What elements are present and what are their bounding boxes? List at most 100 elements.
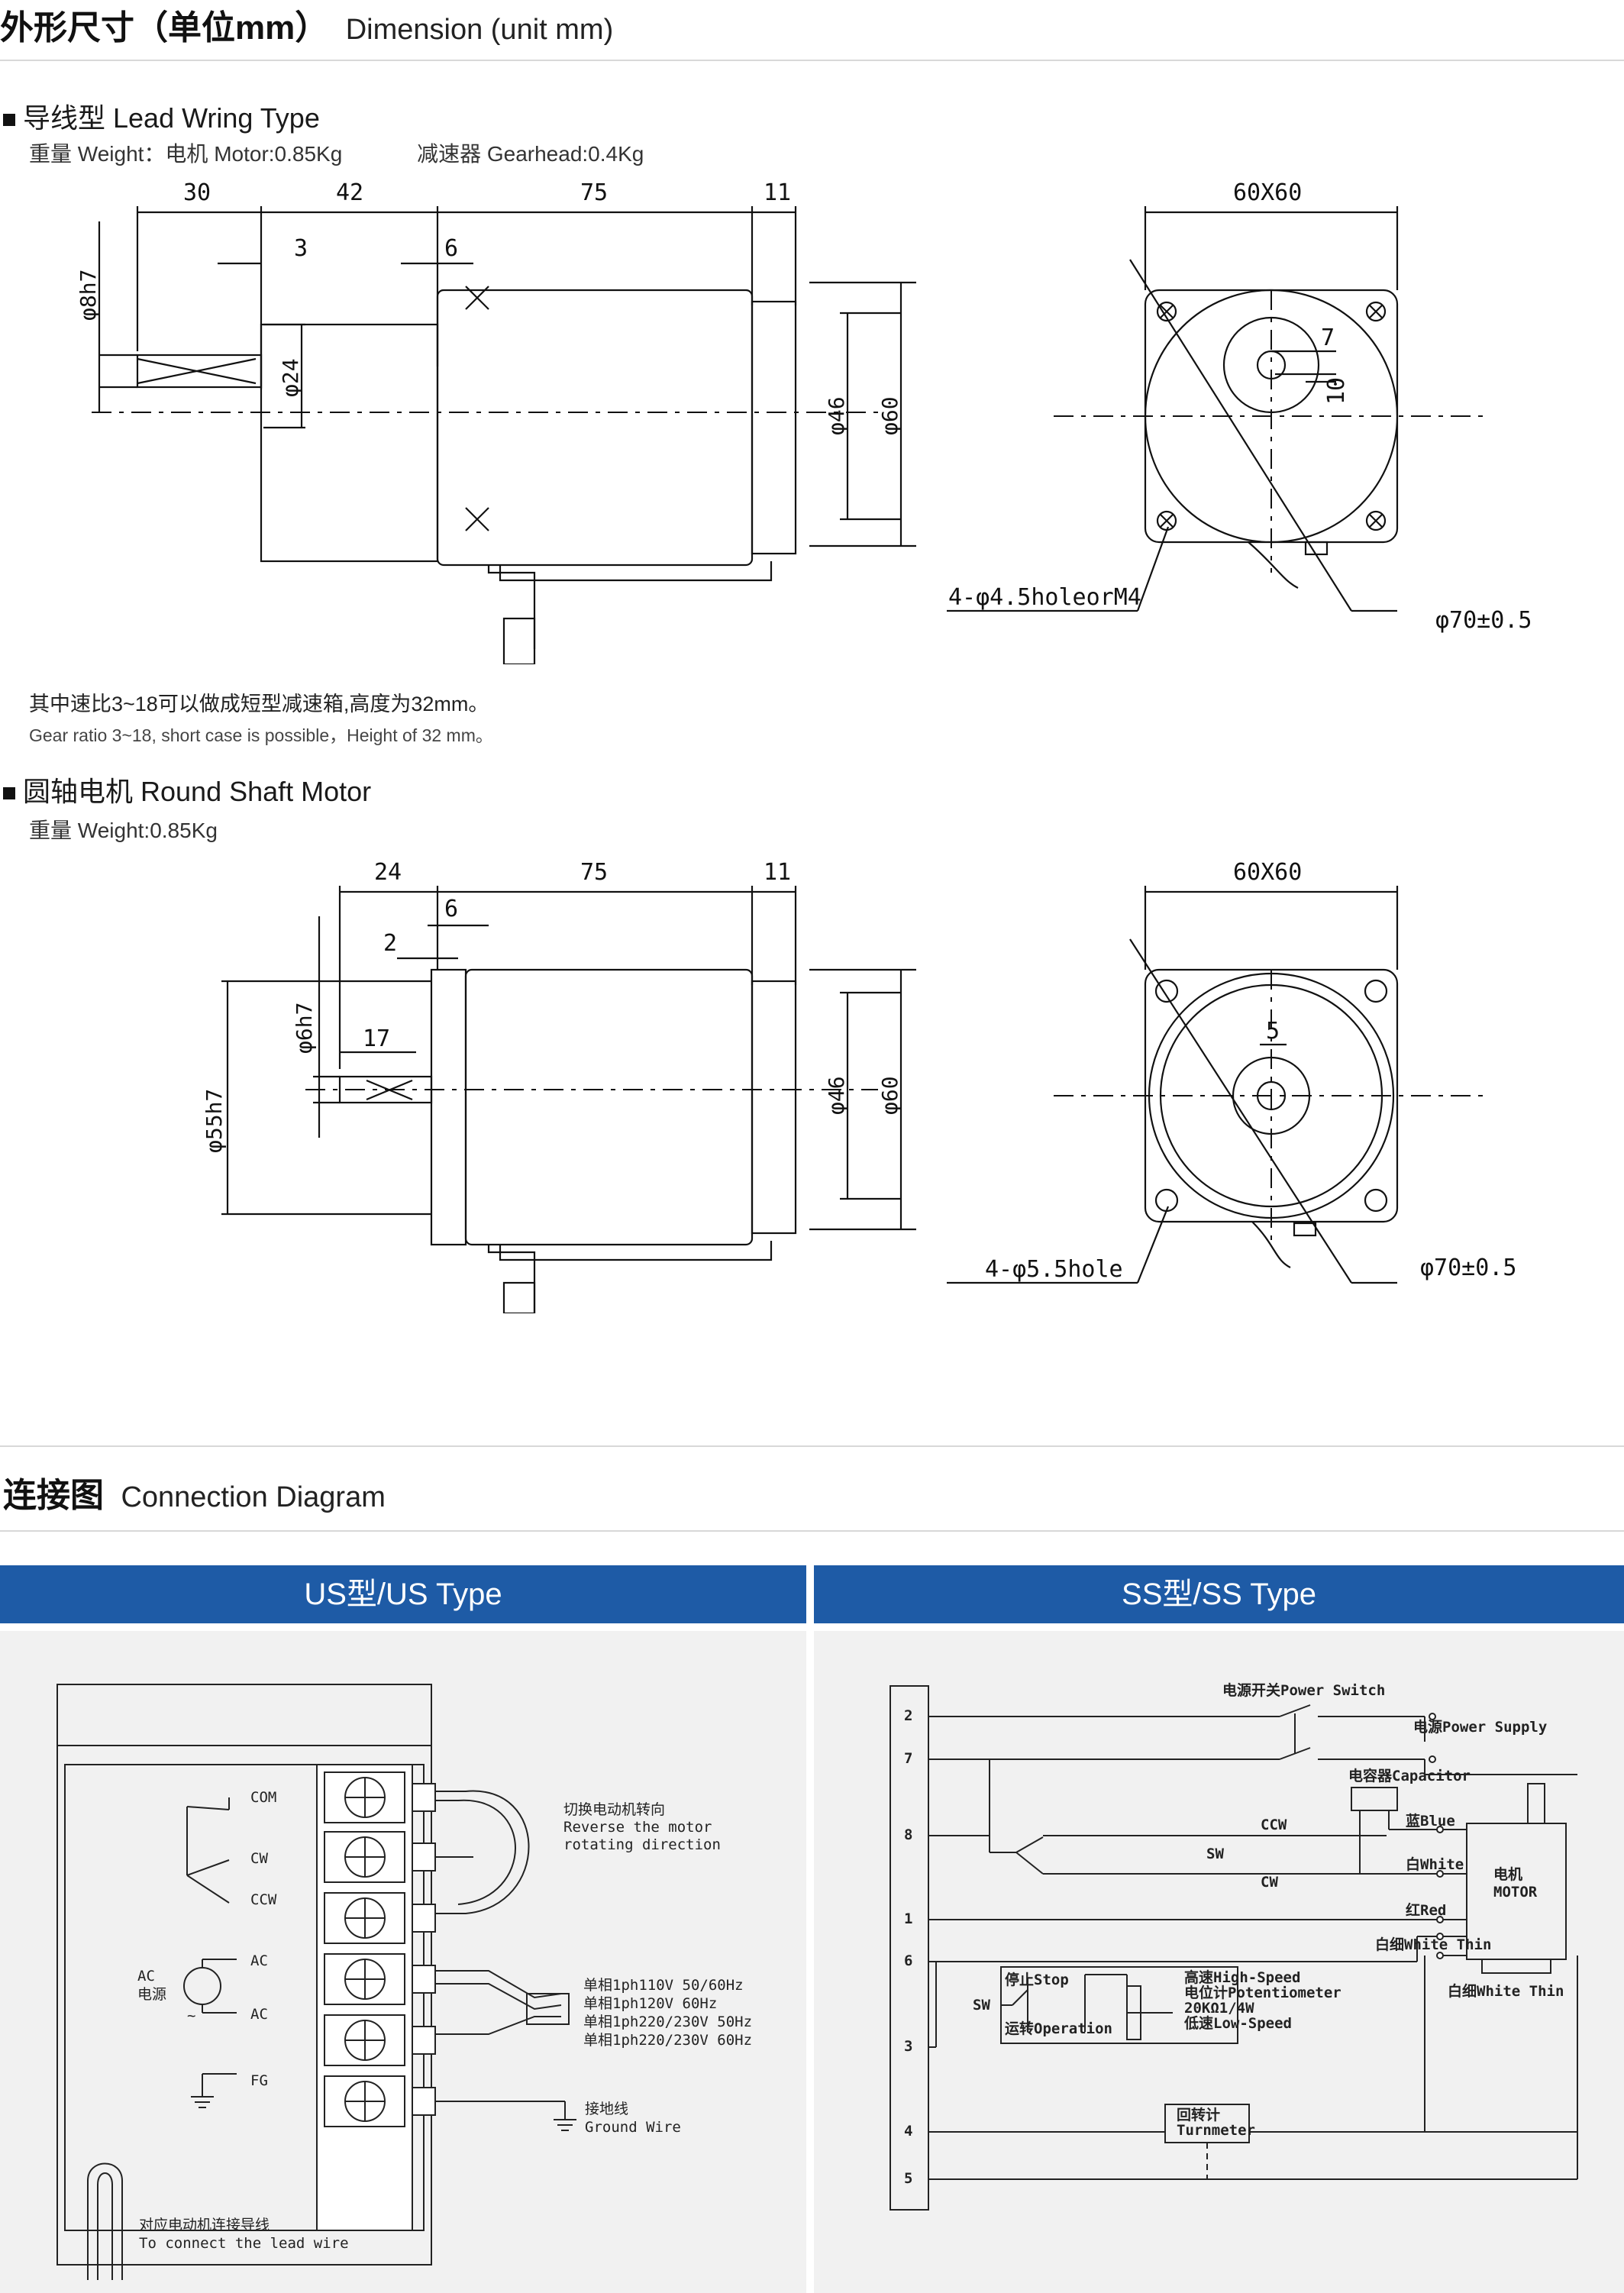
us-ac-label: AC xyxy=(137,1968,155,1985)
ss-wire-blue: 蓝Blue xyxy=(1406,1812,1455,1830)
ss-turnmeter-en: Turnmeter xyxy=(1177,2122,1255,2139)
us-reverse-en1: Reverse the motor xyxy=(563,1819,712,1836)
ss-pot-2: 电位计Potentiometer xyxy=(1184,1984,1341,2001)
connection-title-en: Connection Diagram xyxy=(121,1481,386,1513)
rs-dim-6: 6 xyxy=(444,896,458,922)
us-label-cw: CW xyxy=(250,1850,268,1867)
us-label-ac1: AC xyxy=(250,1952,268,1969)
ss-operation: 运转Operation xyxy=(1005,2020,1112,2037)
ss-white-thin-2: 白细White Thin xyxy=(1448,1982,1564,2000)
ss-wiring-diagram: 2 7 8 1 6 3 4 5 电源开关Power Switch 电源Power… xyxy=(889,1681,1578,2211)
ss-motor-cn: 电机 xyxy=(1493,1865,1522,1883)
us-ground-en: Ground Wire xyxy=(585,2119,681,2136)
rs-front-dim-5: 5 xyxy=(1266,1018,1280,1045)
us-voltage-4: 单相1ph220/230V 60Hz xyxy=(583,2032,752,2049)
ss-pot-1: 高速High-Speed xyxy=(1184,1968,1300,1986)
rs-dim-17: 17 xyxy=(363,1025,390,1052)
ss-terminal-5: 5 xyxy=(904,2170,912,2187)
dim-phi24: φ24 xyxy=(278,358,303,397)
us-label-ac2: AC xyxy=(250,2006,268,2023)
tab-ss-type: SS型/SS Type xyxy=(814,1565,1624,1623)
us-label-fg: FG xyxy=(250,2072,268,2089)
us-label-ccw: CCW xyxy=(250,1891,277,1908)
ss-wire-red: 红Red xyxy=(1406,1901,1446,1919)
us-wiring-diagram: COM CW CCW AC AC FG AC 电源 ~ 切换电动机转向 Reve… xyxy=(57,1684,752,2280)
dim-phi46: φ46 xyxy=(824,396,849,435)
dimension-title-cn: 外形尺寸（单位mm） xyxy=(0,9,329,47)
bullet-square-icon xyxy=(3,114,15,127)
gear-ratio-note-cn: 其中速比3~18可以做成短型减速箱,高度为32mm。 xyxy=(29,693,489,715)
front-holes: 4-φ4.5holeorM4 xyxy=(948,584,1141,611)
lead-wiring-side-view: 30 42 75 11 3 6 φ8h7 φ24 φ46 φ60 xyxy=(76,179,916,664)
ss-white-thin-1: 白细White Thin xyxy=(1375,1936,1491,1953)
rs-dim-phi60: φ60 xyxy=(877,1076,902,1115)
header-divider xyxy=(0,60,1624,61)
us-reverse-cn: 切换电动机转向 xyxy=(563,1801,665,1818)
connection-header: 连接图 Connection Diagram xyxy=(3,1468,386,1516)
tab-us-type: US型/US Type xyxy=(0,1565,806,1623)
us-reverse-en2: rotating direction xyxy=(563,1836,721,1853)
ss-capacitor: 电容器Capacitor xyxy=(1348,1767,1471,1784)
rs-dim-2: 2 xyxy=(383,930,397,957)
ss-terminal-4: 4 xyxy=(904,2123,912,2140)
ss-sw: SW xyxy=(1206,1846,1224,1862)
rs-dim-phi46: φ46 xyxy=(824,1076,849,1115)
us-ac-label2: 电源 xyxy=(137,1986,166,2003)
front-sq-dim: 60X60 xyxy=(1233,179,1302,206)
dimension-header: 外形尺寸（单位mm） Dimension (unit mm) xyxy=(0,0,613,49)
rs-dim-11: 11 xyxy=(764,859,791,886)
dim-6: 6 xyxy=(444,235,458,262)
front-dim-7: 7 xyxy=(1321,325,1335,351)
ss-terminal-3: 3 xyxy=(904,2038,912,2055)
gear-ratio-note-en: Gear ratio 3~18, short case is possible，… xyxy=(29,725,493,745)
ss-wire-white: 白White xyxy=(1406,1855,1464,1873)
ss-ccw: CCW xyxy=(1261,1817,1287,1833)
front-pcd: φ70±0.5 xyxy=(1435,607,1532,634)
rs-front-sq-dim: 60X60 xyxy=(1233,859,1302,886)
lead-wiring-heading: 导线型 Lead Wring Type xyxy=(3,96,320,136)
ss-stop: 停止Stop xyxy=(1005,1971,1069,1988)
dim-11: 11 xyxy=(764,179,791,206)
round-shaft-front-view: 60X60 5 4-φ5.5hole φ70±0.5 xyxy=(947,859,1516,1284)
connection-divider-bottom xyxy=(0,1530,1624,1532)
ss-terminal-1: 1 xyxy=(904,1910,912,1927)
dimension-title-en: Dimension (unit mm) xyxy=(345,14,614,46)
rs-dim-shaft: φ6h7 xyxy=(292,1003,317,1054)
dim-shaft: φ8h7 xyxy=(76,270,101,321)
ss-sw2: SW xyxy=(973,1997,990,2014)
rs-dim-24: 24 xyxy=(374,859,402,886)
front-dim-10: 10 xyxy=(1323,377,1350,405)
connection-title-cn: 连接图 xyxy=(3,1477,104,1514)
rs-front-pcd: φ70±0.5 xyxy=(1420,1255,1516,1281)
us-voltage-3: 单相1ph220/230V 50Hz xyxy=(583,2014,752,2030)
dim-3: 3 xyxy=(294,235,308,262)
dim-phi60: φ60 xyxy=(877,396,902,435)
lead-wiring-weight: 重量 Weight：电机 Motor:0.85Kg 减速器 Gearhead:0… xyxy=(29,142,644,166)
us-voltage-1: 单相1ph110V 50/60Hz xyxy=(583,1977,744,1994)
rs-dim-pilot: φ55h7 xyxy=(202,1089,227,1153)
connection-divider-top xyxy=(0,1445,1624,1447)
ss-motor-en: MOTOR xyxy=(1493,1884,1538,1901)
ss-terminal-7: 7 xyxy=(904,1750,912,1767)
ss-terminal-6: 6 xyxy=(904,1952,912,1969)
us-tilde: ~ xyxy=(187,2007,195,2024)
dim-75: 75 xyxy=(580,179,608,206)
round-shaft-heading: 圆轴电机 Round Shaft Motor xyxy=(3,770,371,809)
ss-pot-4: 低速Low-Speed xyxy=(1183,2014,1292,2032)
bullet-square-icon xyxy=(3,787,15,800)
rs-dim-75: 75 xyxy=(580,859,608,886)
us-voltage-2: 单相1ph120V 60Hz xyxy=(583,1995,717,2012)
ss-cw: CW xyxy=(1261,1874,1278,1891)
dim-42: 42 xyxy=(336,179,363,206)
round-shaft-side-view: 24 75 11 6 2 17 φ6h7 φ55h7 φ46 φ60 xyxy=(202,859,916,1313)
us-lead-cn: 对应电动机连接导线 xyxy=(139,2217,270,2233)
rs-front-holes: 4-φ5.5hole xyxy=(985,1256,1123,1283)
ss-terminal-2: 2 xyxy=(904,1707,912,1724)
ss-power-switch: 电源开关Power Switch xyxy=(1222,1681,1385,1699)
us-label-com: COM xyxy=(250,1789,276,1806)
us-ground-cn: 接地线 xyxy=(585,2101,628,2117)
round-shaft-weight: 重量 Weight:0.85Kg xyxy=(29,819,218,842)
ss-pot-3: 20KΩ1/4W xyxy=(1184,2000,1254,2017)
ss-terminal-8: 8 xyxy=(904,1826,912,1843)
ss-turnmeter-cn: 回转计 xyxy=(1177,2106,1220,2123)
